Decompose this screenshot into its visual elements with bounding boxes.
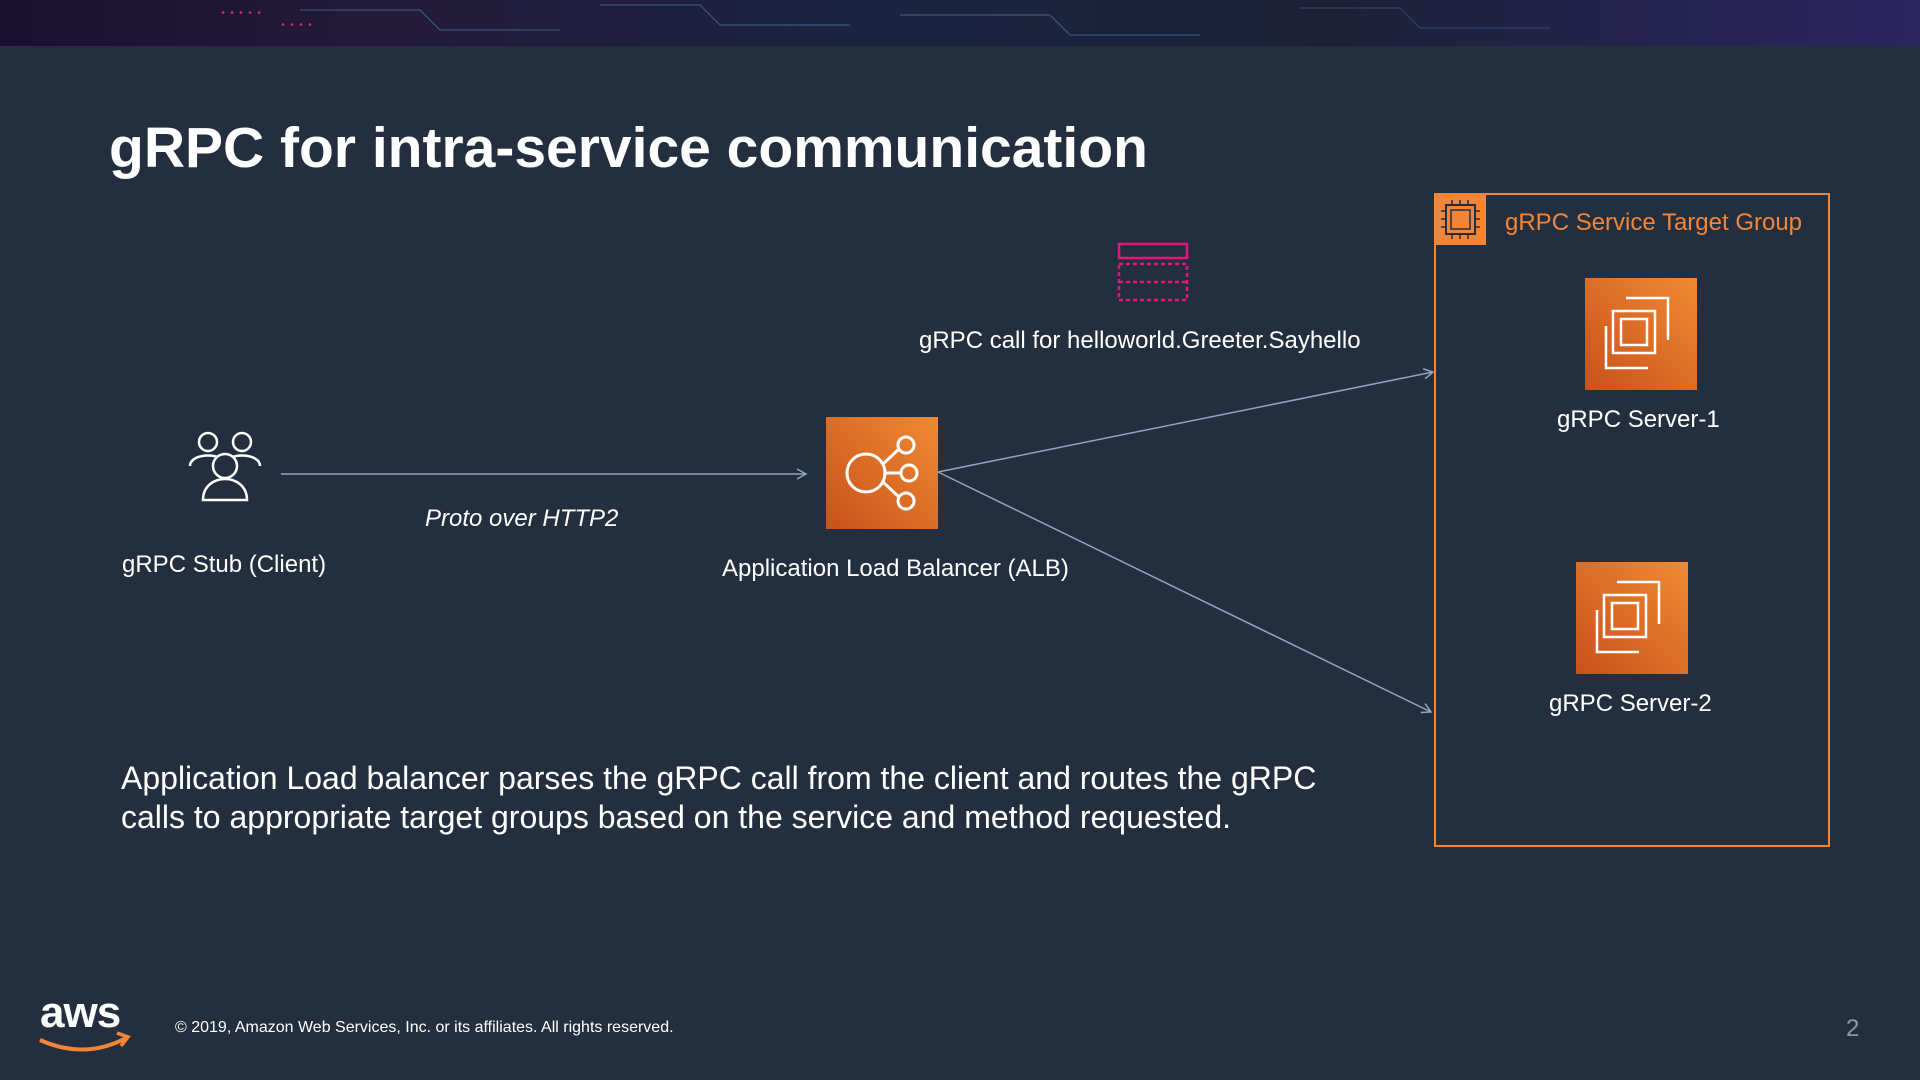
banner-circuit-lines	[300, 4, 1550, 36]
message-frame-icon	[1117, 242, 1189, 302]
page-number: 2	[1846, 1015, 1860, 1042]
alb-to-server2-arrow	[937, 471, 1433, 714]
edge-label: Proto over HTTP2	[425, 505, 619, 532]
aws-logo-arrow	[116, 1031, 131, 1048]
slide-description: Application Load balancer parses the gRP…	[121, 760, 1317, 835]
call-label: gRPC call for helloworld.Greeter.Sayhell…	[919, 327, 1361, 354]
banner-decoration: ••••	[280, 20, 317, 31]
aws-logo-smile	[39, 1036, 127, 1052]
header-banner: ••••• ••••	[0, 0, 1920, 46]
aws-logo: aws	[40, 988, 121, 1037]
alb-to-server1-arrow	[937, 368, 1435, 473]
banner-decoration: •••••	[220, 8, 266, 19]
ec2-instances-icon	[1585, 278, 1697, 390]
ec2-instances-icon	[1576, 562, 1688, 674]
server2-label: gRPC Server-2	[1549, 690, 1712, 717]
chip-icon	[1435, 194, 1486, 245]
alb-label: Application Load Balancer (ALB)	[722, 555, 1069, 582]
target-group-frame	[1434, 193, 1830, 847]
server1-label: gRPC Server-1	[1557, 406, 1720, 433]
copyright-text: © 2019, Amazon Web Services, Inc. or its…	[175, 1019, 674, 1036]
slide-title: gRPC for intra-service communication	[109, 116, 1148, 180]
users-icon	[188, 431, 262, 502]
target-group-label: gRPC Service Target Group	[1505, 209, 1803, 236]
client-label: gRPC Stub (Client)	[122, 551, 327, 578]
load-balancer-icon	[826, 417, 938, 529]
